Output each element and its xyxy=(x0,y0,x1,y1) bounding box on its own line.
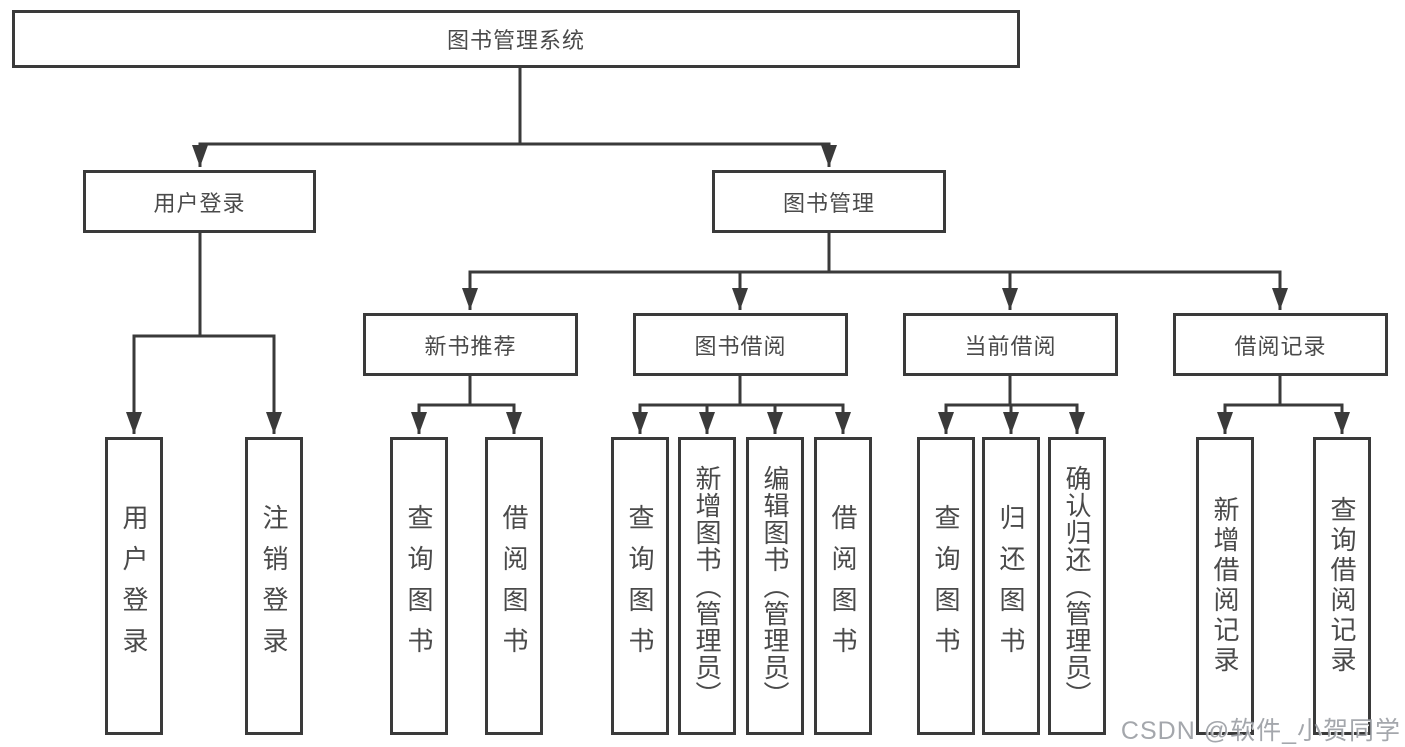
leaf-add-book-admin: 新增图书（管理员） xyxy=(678,437,736,735)
node-borrow-record: 借阅记录 xyxy=(1173,313,1388,376)
leaf-user-login-label: 用户登录 xyxy=(119,504,149,668)
node-book-management: 图书管理 xyxy=(712,170,946,233)
leaf-confirm-return-admin: 确认归还（管理员） xyxy=(1048,437,1106,735)
leaf-borrow-query-book: 查询图书 xyxy=(611,437,669,735)
leaf-recommend-borrow-book: 借阅图书 xyxy=(485,437,543,735)
leaf-query-borrow-record: 查询借阅记录 xyxy=(1313,437,1371,735)
node-new-book-recommend: 新书推荐 xyxy=(363,313,578,376)
node-current-borrow: 当前借阅 xyxy=(903,313,1118,376)
node-root-label: 图书管理系统 xyxy=(446,28,585,53)
node-root-system: 图书管理系统 xyxy=(12,10,1020,68)
leaf-logout: 注销登录 xyxy=(245,437,303,735)
node-book-borrow-label: 图书借阅 xyxy=(694,333,787,359)
leaf-logout-label: 注销登录 xyxy=(259,504,289,668)
leaf-confirm-return-admin-label: 确认归还（管理员） xyxy=(1062,464,1092,708)
leaf-return-book-label: 归还图书 xyxy=(996,504,1026,668)
node-book-borrow: 图书借阅 xyxy=(633,313,848,376)
leaf-recommend-borrow-book-label: 借阅图书 xyxy=(499,504,529,668)
leaf-return-book: 归还图书 xyxy=(982,437,1040,735)
node-book-management-label: 图书管理 xyxy=(782,190,875,216)
leaf-borrow-query-book-label: 查询图书 xyxy=(625,504,655,668)
leaf-add-borrow-record: 新增借阅记录 xyxy=(1196,437,1254,735)
leaf-borrow-borrow-book-label: 借阅图书 xyxy=(828,504,858,668)
node-current-borrow-label: 当前借阅 xyxy=(964,333,1057,359)
leaf-add-book-admin-label: 新增图书（管理员） xyxy=(692,464,722,708)
leaf-user-login: 用户登录 xyxy=(105,437,163,735)
node-new-book-recommend-label: 新书推荐 xyxy=(424,333,517,359)
leaf-current-query-book: 查询图书 xyxy=(917,437,975,735)
leaf-recommend-query-book: 查询图书 xyxy=(390,437,448,735)
leaf-borrow-borrow-book: 借阅图书 xyxy=(814,437,872,735)
leaf-add-borrow-record-label: 新增借阅记录 xyxy=(1210,496,1240,676)
node-user-login: 用户登录 xyxy=(83,170,316,233)
leaf-recommend-query-book-label: 查询图书 xyxy=(404,504,434,668)
node-borrow-record-label: 借阅记录 xyxy=(1234,333,1327,359)
leaf-edit-book-admin: 编辑图书（管理员） xyxy=(746,437,804,735)
node-user-login-label: 用户登录 xyxy=(153,190,246,216)
leaf-current-query-book-label: 查询图书 xyxy=(931,504,961,668)
leaf-query-borrow-record-label: 查询借阅记录 xyxy=(1327,496,1357,676)
leaf-edit-book-admin-label: 编辑图书（管理员） xyxy=(760,464,790,708)
